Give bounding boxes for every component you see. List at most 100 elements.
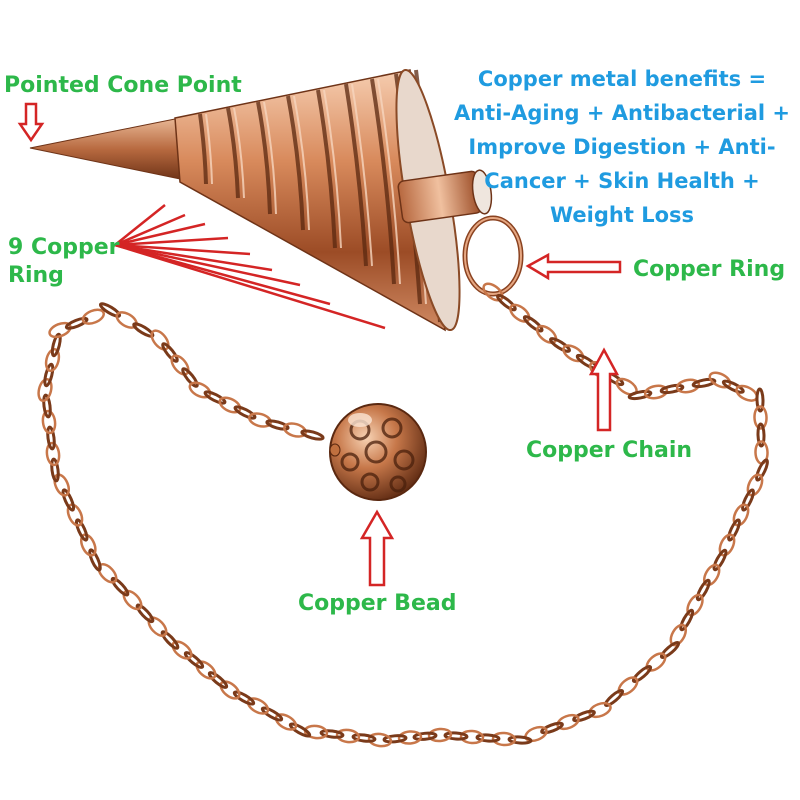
chain-link	[48, 321, 72, 339]
chain-link	[233, 405, 257, 420]
chain-link	[188, 381, 212, 399]
chain-link	[572, 709, 596, 723]
chain-link	[319, 729, 345, 739]
chain-link	[79, 533, 97, 557]
chain-link	[171, 640, 193, 660]
chain-link	[181, 367, 199, 388]
arrow-copper-ring	[525, 252, 622, 281]
chain-link	[691, 377, 717, 389]
chain-link	[135, 603, 155, 624]
chain-link	[753, 405, 768, 430]
label-nine-copper-rings: 9 Copper Ring	[8, 234, 120, 290]
chain-link	[645, 652, 667, 672]
chain-link	[248, 412, 272, 428]
chain-link	[43, 362, 55, 388]
chain-link	[160, 630, 180, 650]
chain-link	[524, 725, 548, 743]
chain-link	[195, 660, 217, 680]
chain-link	[50, 457, 60, 483]
copper-chain	[37, 282, 769, 748]
chain-link	[64, 316, 89, 330]
chain-link	[459, 729, 485, 745]
chain-link	[283, 422, 307, 438]
chain-link	[66, 503, 84, 527]
arrow-copper-chain	[588, 347, 620, 432]
chain-link	[695, 578, 711, 602]
chain-link	[351, 733, 377, 743]
chain-link	[746, 473, 764, 497]
chain-link	[203, 390, 227, 405]
chain-link	[732, 503, 750, 527]
chain-link	[41, 409, 57, 435]
chain-link	[659, 383, 685, 395]
chain-link	[712, 548, 728, 572]
cone-tip	[29, 117, 186, 181]
benefits-line-1: Copper metal benefits =	[477, 67, 767, 91]
chain-link	[232, 690, 256, 706]
benefits-line-5: Weight Loss	[550, 203, 694, 227]
label-copper-chain: Copper Chain	[526, 438, 693, 463]
chain-link	[540, 721, 564, 735]
chain-link	[556, 713, 580, 731]
arrow-copper-bead	[359, 509, 395, 587]
chain-link	[727, 518, 741, 542]
chain-link	[491, 731, 517, 747]
label-rings-line2: Ring	[8, 263, 64, 288]
chain-link	[522, 315, 544, 333]
label-rings-line1: 9 Copper	[8, 235, 120, 260]
chain-link	[702, 563, 721, 587]
chain-link	[218, 396, 242, 414]
chain-link	[367, 732, 393, 748]
chain-link	[509, 303, 531, 323]
chain-link	[507, 735, 533, 745]
chain-link	[115, 311, 138, 329]
label-copper-ring: Copper Ring	[633, 257, 786, 282]
chain-link	[496, 293, 517, 312]
chain-link	[643, 384, 669, 400]
chain-link	[427, 727, 453, 743]
chain-link	[735, 384, 759, 402]
cone-cap	[397, 169, 493, 224]
chain-link	[274, 713, 298, 731]
copper-benefits-text: Copper metal benefits = Anti-Aging + Ant…	[452, 62, 792, 232]
copper-split-ring	[462, 215, 524, 297]
chain-link	[475, 733, 501, 743]
chain-link	[755, 458, 769, 482]
chain-link	[721, 379, 745, 394]
chain-link	[617, 676, 639, 696]
chain-link	[382, 734, 408, 744]
chain-link	[61, 488, 76, 512]
chain-link	[549, 337, 571, 353]
chain-link	[675, 378, 701, 394]
chain-link	[588, 701, 612, 719]
benefits-line-3: Improve Digestion + Anti-	[468, 135, 776, 159]
chain-link	[45, 441, 61, 467]
benefits-line-4: Cancer + Skin Health +	[484, 169, 760, 193]
chain-link	[755, 387, 765, 413]
chain-link	[659, 640, 681, 660]
chain-link	[679, 608, 695, 632]
ring-pointer-lines	[114, 204, 386, 330]
chain-link	[756, 422, 766, 448]
chain-link	[603, 688, 625, 708]
chain-link	[265, 419, 290, 431]
chain-link	[161, 342, 179, 363]
chain-link	[562, 344, 585, 363]
copper-bead	[329, 403, 427, 501]
chain-link	[300, 429, 325, 441]
chain-link	[535, 324, 558, 344]
chain-link	[147, 616, 168, 637]
chain-link	[207, 671, 229, 689]
chain-link	[110, 576, 130, 597]
chain-link	[46, 425, 56, 451]
chain-link	[88, 548, 102, 572]
chain-link	[81, 308, 106, 325]
chain-link	[170, 354, 190, 376]
arrow-cone-point	[17, 102, 45, 143]
benefits-line-2: Anti-Aging + Antibacterial +	[453, 101, 791, 125]
chain-link	[741, 488, 755, 512]
chain-link	[335, 728, 361, 744]
chain-link	[260, 706, 284, 722]
